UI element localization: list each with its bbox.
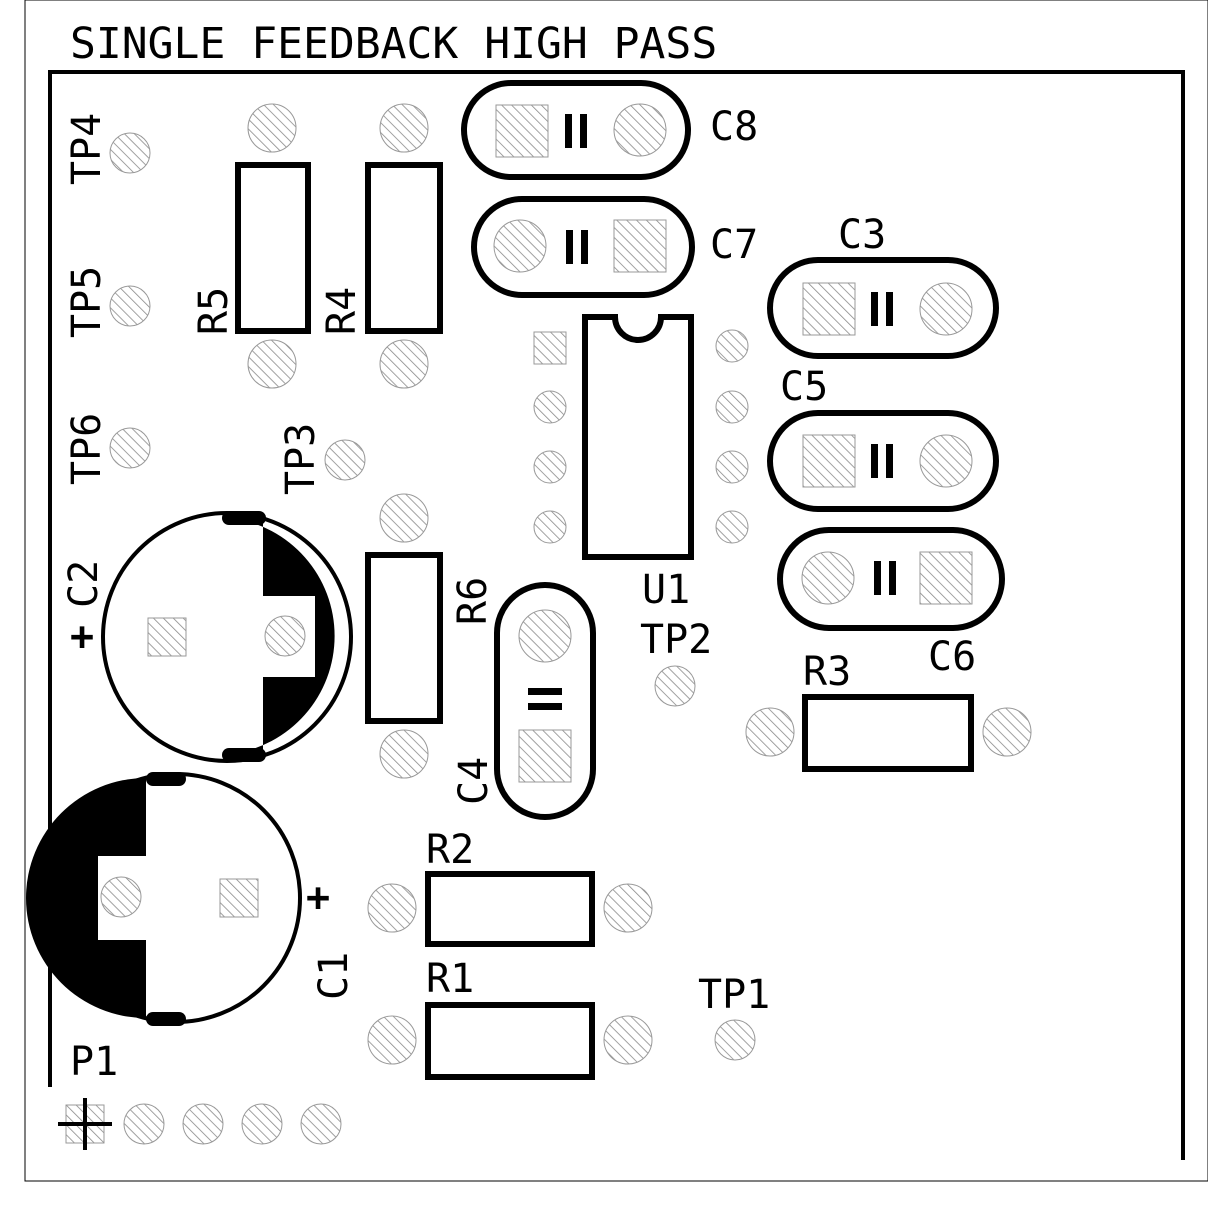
capacitor-label: C3 (838, 212, 886, 258)
capacitor-c3[interactable]: C3 (767, 212, 999, 359)
capacitor-label: C6 (928, 634, 976, 680)
electrolytic-capacitor-c2[interactable]: C2 + (61, 511, 353, 763)
connector-label: P1 (70, 1039, 118, 1085)
capacitor-c7[interactable]: C7 (471, 196, 758, 298)
test-point-label: TP4 (64, 113, 110, 185)
resistor-r1[interactable]: R1 (367, 956, 653, 1080)
capacitor-c8[interactable]: C8 (461, 80, 758, 180)
resistor-label: R3 (803, 649, 851, 695)
resistor-r5[interactable]: R5 (191, 103, 311, 389)
test-point-tp5[interactable]: TP5 (64, 266, 151, 338)
test-point-tp6[interactable]: TP6 (64, 413, 151, 485)
board-title: SINGLE FEEDBACK HIGH PASS (70, 19, 717, 69)
resistor-label: R1 (426, 956, 474, 1002)
test-point-label: TP2 (640, 617, 712, 663)
board-frame (48, 70, 1185, 1160)
resistor-label: R2 (426, 827, 474, 873)
capacitor-label: C2 (61, 560, 107, 608)
capacitor-label: C4 (451, 757, 497, 805)
capacitor-c6[interactable]: C6 (777, 527, 1005, 680)
test-point-tp3[interactable]: TP3 (278, 423, 366, 495)
capacitor-label: C8 (710, 104, 758, 150)
test-point-tp1[interactable]: TP1 (698, 972, 770, 1061)
resistor-r3[interactable]: R3 (745, 649, 1032, 772)
connector-p1[interactable]: P1 (58, 1039, 342, 1150)
capacitor-c4[interactable]: C4 (451, 582, 596, 820)
capacitor-label: C7 (710, 222, 758, 268)
resistor-r6[interactable]: R6 (365, 493, 496, 779)
resistor-label: R6 (450, 577, 496, 625)
polarity-plus-mark: + (70, 614, 94, 660)
ic-u1[interactable]: U1 (533, 314, 749, 613)
capacitor-label: C5 (780, 364, 828, 410)
test-point-label: TP3 (278, 423, 324, 495)
resistor-r4[interactable]: R4 (319, 103, 443, 389)
test-point-label: TP6 (64, 413, 110, 485)
test-point-tp4[interactable]: TP4 (64, 113, 151, 185)
capacitor-label: C1 (311, 952, 357, 1000)
test-point-label: TP5 (64, 266, 110, 338)
board-edge (24, 0, 1208, 1182)
ic-label: U1 (642, 567, 690, 613)
resistor-label: R5 (191, 287, 237, 335)
polarity-plus-mark: + (306, 875, 330, 921)
resistor-r2[interactable]: R2 (367, 827, 653, 947)
resistor-label: R4 (319, 287, 365, 335)
test-point-label: TP1 (698, 972, 770, 1018)
test-point-tp2[interactable]: TP2 (640, 617, 712, 707)
capacitor-c5[interactable]: C5 (767, 364, 999, 512)
electrolytic-capacitor-c1[interactable]: + C1 (26, 772, 357, 1026)
